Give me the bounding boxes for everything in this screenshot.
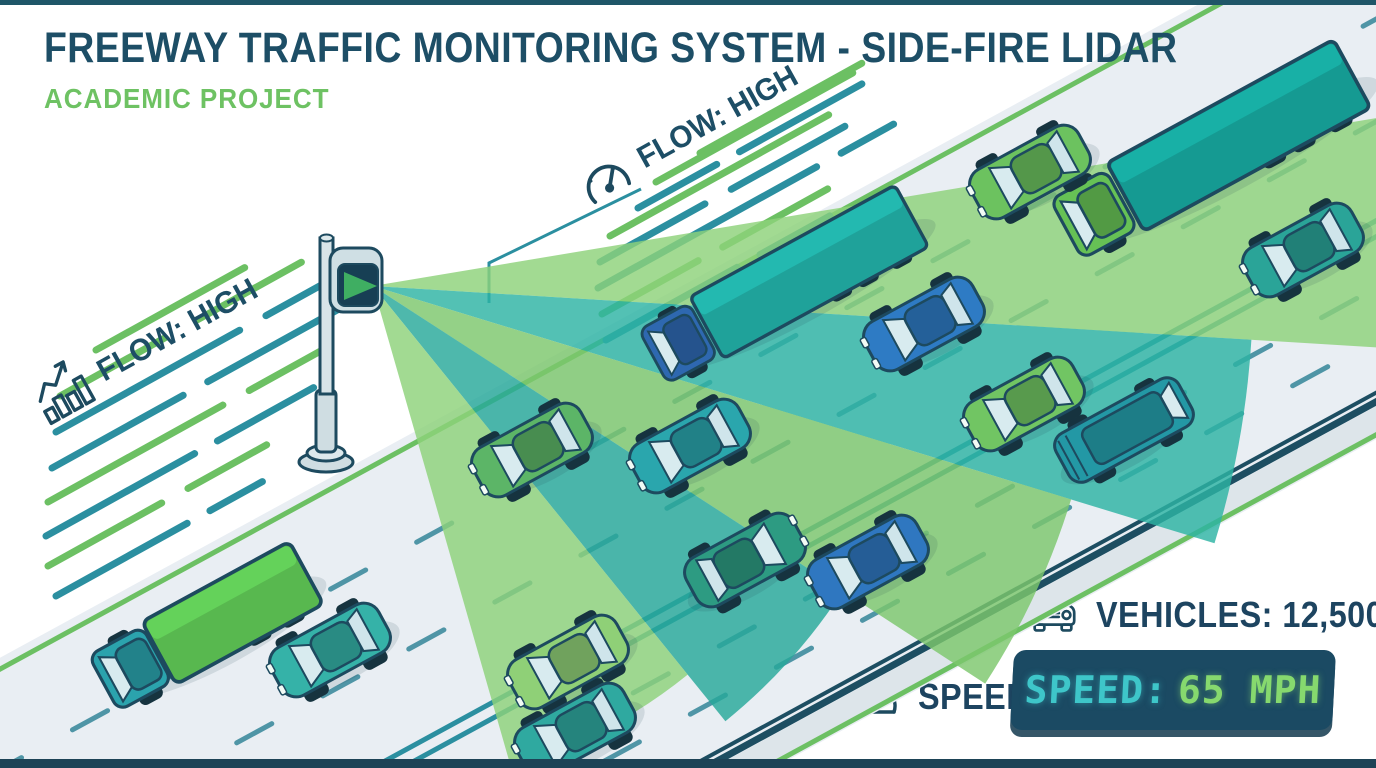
vehicles-layer (90, 39, 1376, 768)
vehicle-box-truck (90, 542, 327, 709)
flow-dash-line (42, 384, 318, 540)
speed-display-value: 65 MPH (1176, 668, 1323, 712)
vehicle-sedan (959, 352, 1094, 456)
vehicle-sedan (1238, 198, 1373, 302)
flow-dash-line (634, 80, 866, 212)
flow-dash-line (596, 122, 849, 266)
vehicle-sedan (803, 510, 938, 614)
lidar-emitter (344, 272, 377, 300)
vehicle-semi-truck (1052, 39, 1376, 257)
gauge-icon (586, 164, 632, 204)
flow-dash-line (48, 305, 343, 472)
lidar-beam-wedge (373, 286, 1252, 544)
vehicle-sedan (859, 272, 994, 376)
lidar-sensor-head (328, 246, 384, 314)
vehicles-stat: VEHICLES: 12,500 (1026, 594, 1376, 636)
header: FREEWAY TRAFFIC MONITORING SYSTEM - SIDE… (44, 24, 1347, 115)
lidar-beam-wedge (373, 286, 1072, 684)
flow-dash-line (696, 59, 866, 157)
speed-display-label: SPEED: (1023, 668, 1170, 712)
page-title: FREEWAY TRAFFIC MONITORING SYSTEM - SIDE… (44, 24, 1178, 72)
flow-dash-line (44, 343, 332, 506)
vehicle-sedan (503, 610, 638, 714)
vehicles-stat-text: VEHICLES: 12,500 (1096, 594, 1376, 635)
flow-label-top: FLOW: HIGH (557, 27, 815, 214)
vehicle-sedan (965, 120, 1100, 224)
flow-dash-lines-left (42, 258, 343, 600)
flow-dash-line (56, 258, 305, 400)
vehicle-sedan (467, 398, 602, 502)
flow-dash-line (52, 478, 266, 600)
vehicle-semi-truck (640, 185, 936, 382)
speed-digital-display: SPEED: 65 MPH (1009, 650, 1337, 730)
flow-dash-line (652, 69, 857, 186)
vehicle-sedan (510, 678, 645, 768)
flow-dash-line (44, 441, 271, 570)
flow-dash-line (52, 273, 340, 436)
page-subtitle: ACADEMIC PROJECT (44, 83, 330, 114)
vehicle-sedan (683, 509, 810, 614)
flow-label-left: FLOW: HIGH (15, 240, 275, 428)
flow-dash-line (92, 264, 249, 354)
vehicle-van (1053, 376, 1195, 485)
vehicle-sedan (625, 394, 760, 498)
bottom-accent-bar (0, 759, 1376, 768)
bar-chart-up-icon (38, 360, 96, 426)
vehicle-sedan (265, 598, 400, 702)
flow-dash-line (606, 111, 833, 240)
top-accent-bar (0, 0, 1376, 5)
